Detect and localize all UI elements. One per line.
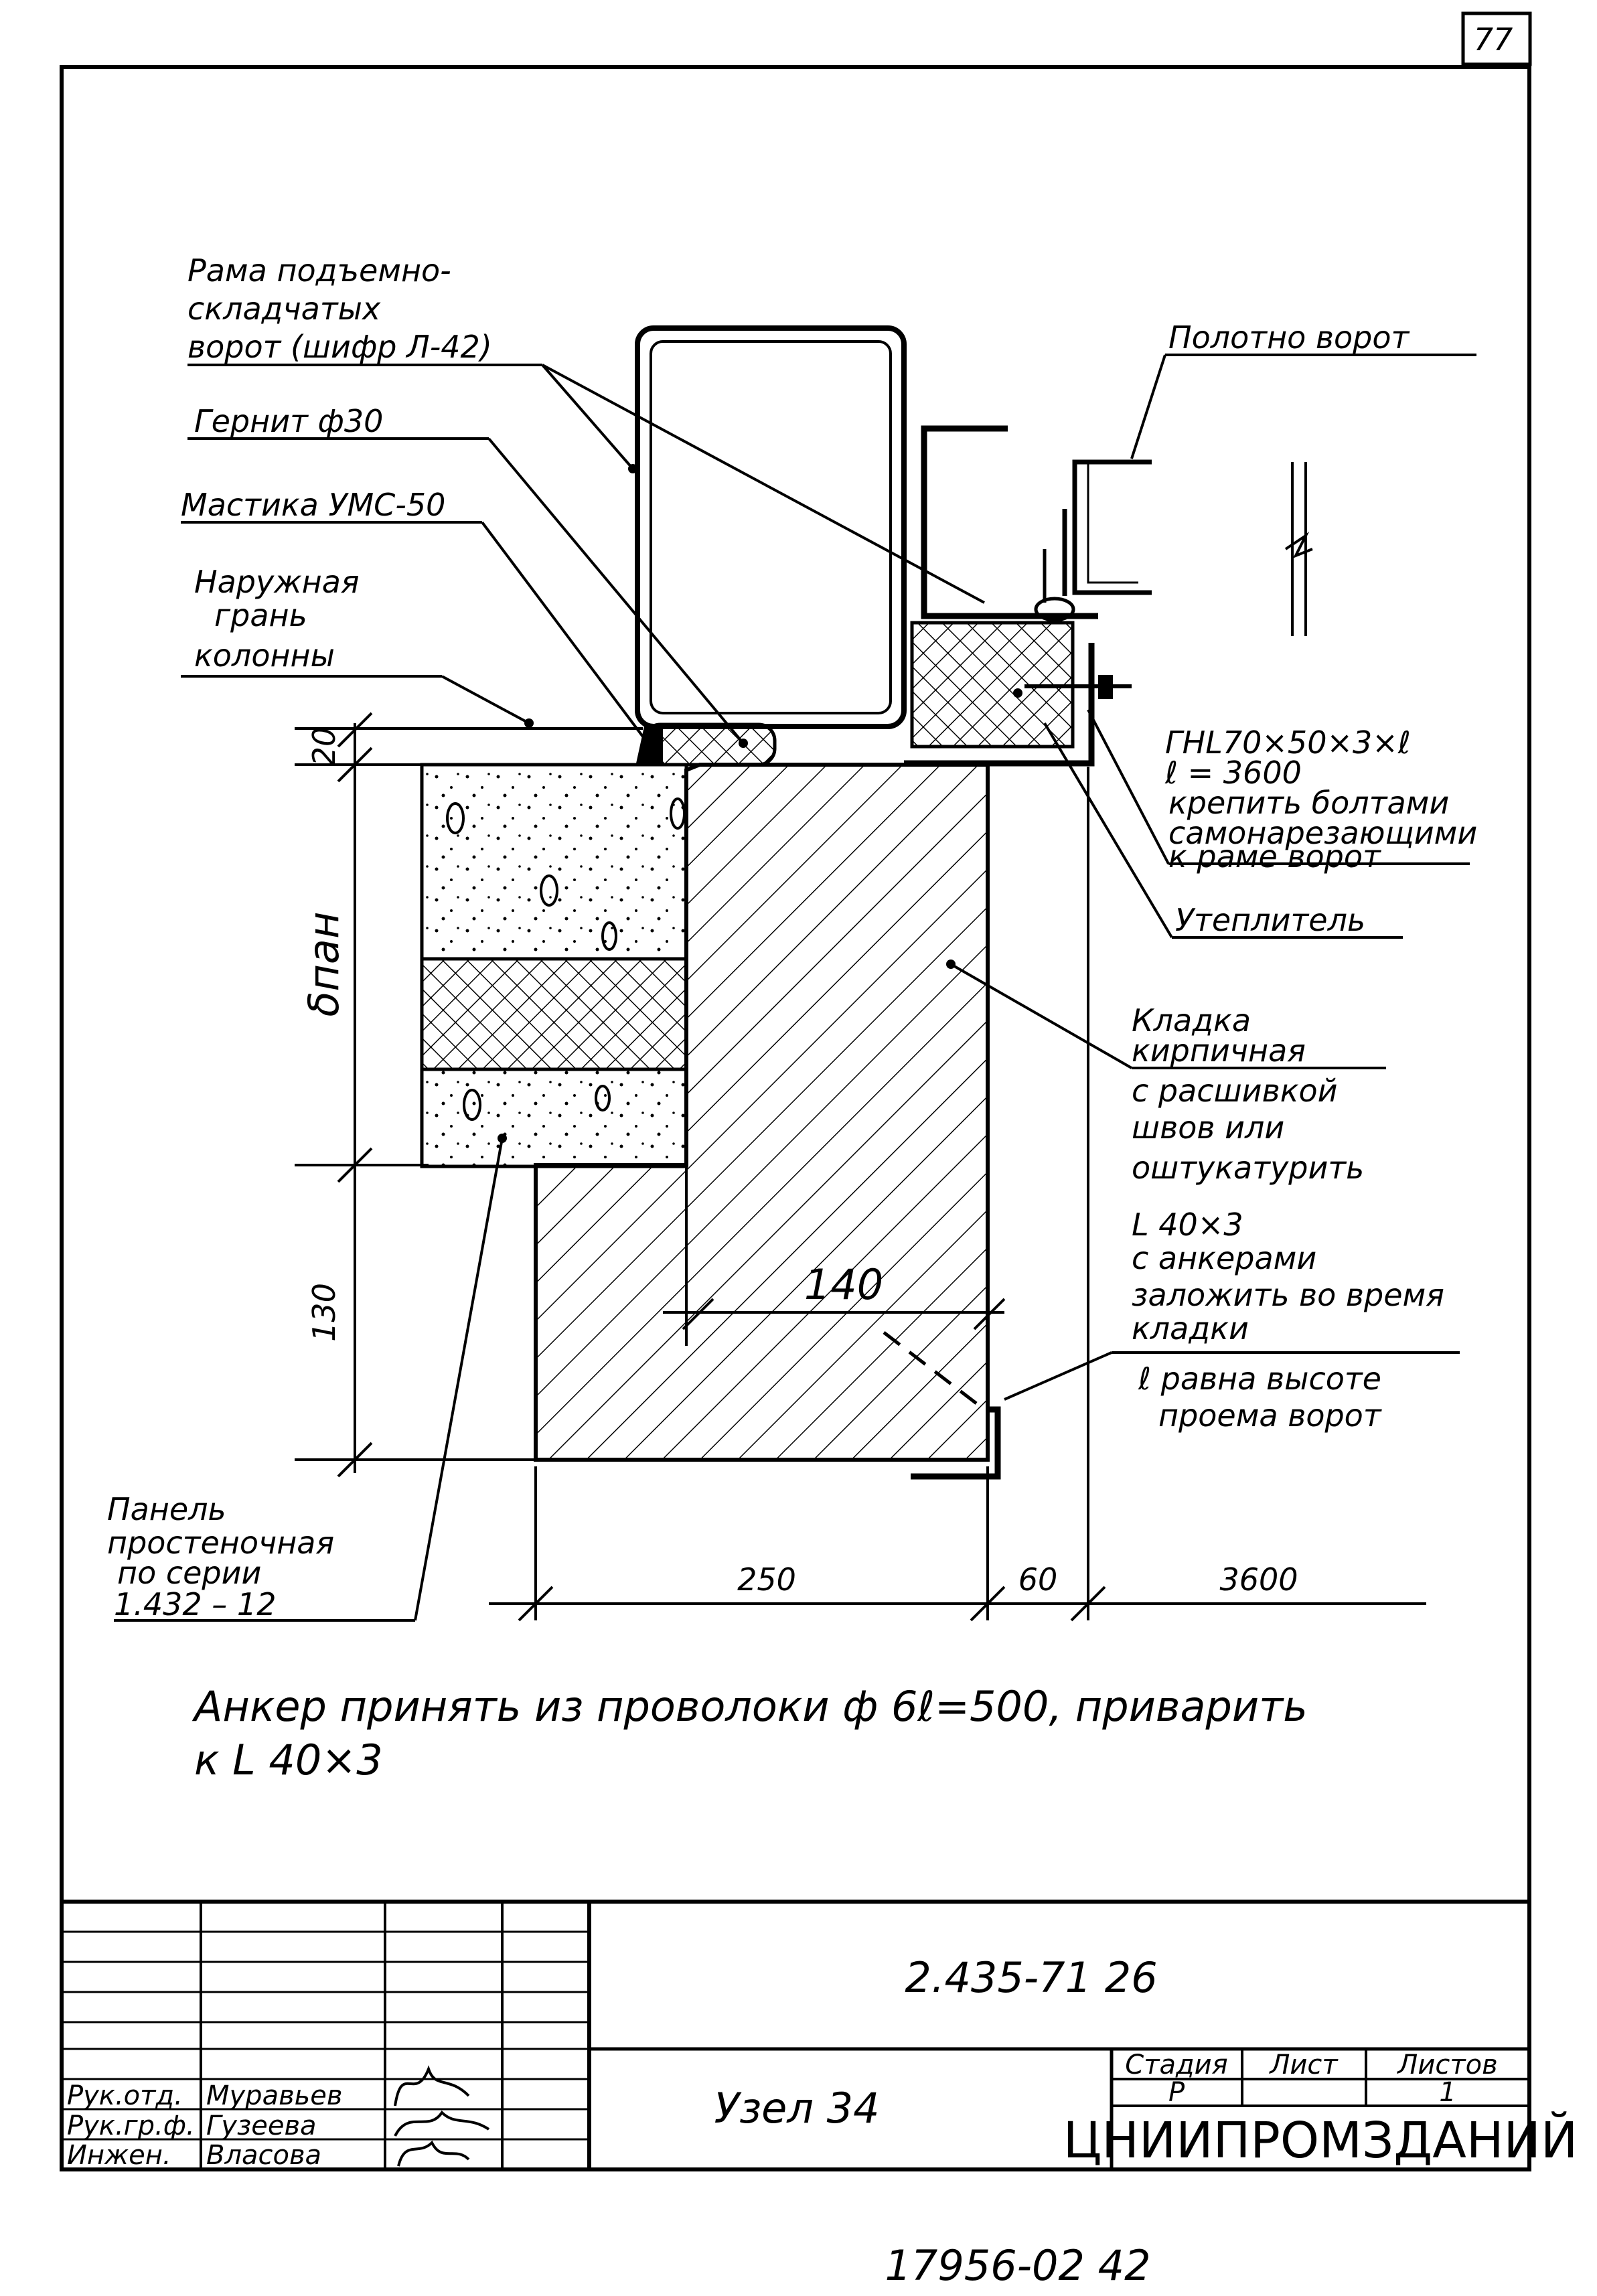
sheets-header: Листов: [1396, 2050, 1497, 2080]
label-panel-line-4: 1.432 – 12: [114, 1586, 276, 1622]
signatures: [394, 2065, 490, 2167]
label-angle: ГНL70×50×3×ℓ ℓ = 3600 крепить болтами са…: [1164, 724, 1477, 874]
label-masonry-line-2: кирпичная: [1132, 1032, 1306, 1069]
label-angle-line-2: ℓ = 3600: [1164, 755, 1302, 791]
drawing-title: Узел 34: [714, 2084, 879, 2133]
dim-20: 20: [306, 727, 342, 767]
detail-drawing: [420, 325, 1313, 1480]
label-anchor-angle-line-3: заложить во время: [1132, 1277, 1444, 1313]
dim-130: 130: [306, 1283, 342, 1342]
bolt-nut: [1098, 675, 1113, 699]
sheet-header: Лист: [1268, 2050, 1339, 2080]
label-length-note-line-2: проема ворот: [1158, 1397, 1382, 1434]
label-masonry-line-5: оштукатурить: [1132, 1150, 1364, 1186]
dim-panel-depth: δпан: [299, 912, 348, 1017]
dim-250: 250: [737, 1561, 796, 1598]
label-angle-line-4: самонарезающими: [1168, 815, 1477, 851]
label-anchor-angle: L 40×3 с анкерами заложить во время клад…: [1132, 1207, 1444, 1347]
label-panel-line-1: Панель: [107, 1491, 226, 1527]
label-outer-face-line-1: Наружная: [194, 564, 360, 600]
name-3: Власова: [206, 2140, 321, 2171]
label-length-note: ℓ равна высоте проема ворот: [1138, 1361, 1382, 1434]
gn-angle: [904, 643, 1095, 767]
sheet-number: 77: [1474, 21, 1513, 58]
label-masonry-line-3: с расшивкой: [1132, 1073, 1338, 1109]
role-2: Рук.гр.ф.: [67, 2111, 195, 2141]
door-frame-inner: [650, 340, 892, 714]
doc-code: 2.435-71 26: [905, 1953, 1157, 2002]
label-angle-line-3: крепить болтами: [1168, 785, 1449, 821]
leader-lines: [114, 354, 1476, 1622]
aggregate-circles: [446, 797, 686, 1121]
label-panel-line-3: по серии: [117, 1555, 261, 1591]
mastic-strip: [642, 722, 777, 767]
sheet-number-box: 77: [1461, 11, 1532, 66]
label-outer-face: Наружная грань колонны: [194, 564, 360, 674]
sheet-frame: [60, 65, 1531, 2171]
label-panel: Панель простеночная по серии 1.432 – 12: [107, 1491, 334, 1622]
panel-insulation: [420, 957, 688, 1071]
label-angle-line-1: ГНL70×50×3×ℓ: [1165, 724, 1411, 761]
title-block: [62, 1900, 1529, 2169]
label-frame-line-1: Рама подъемно-: [187, 252, 451, 289]
label-outer-face-line-3: колонны: [194, 637, 335, 674]
stage-header: Стадия: [1125, 2050, 1227, 2080]
note-line-1: Анкер принять из проволоки ф 6ℓ=500, при…: [192, 1682, 1308, 1731]
anchor-angle: [911, 1406, 1001, 1480]
label-anchor-angle-line-1: L 40×3: [1132, 1207, 1243, 1243]
label-mastika: Мастика УМС-50: [181, 487, 445, 523]
sheets-value: 1: [1439, 2077, 1456, 2108]
organization: ЦНИИПРОМЗДАНИЙ: [1063, 2111, 1578, 2169]
label-door-leaf: Полотно ворот: [1168, 319, 1410, 356]
dim-60: 60: [1018, 1561, 1058, 1598]
door-frame-outer: [635, 325, 907, 729]
anchor-wire: [883, 1331, 986, 1411]
panel-concrete-bottom: [420, 1067, 688, 1168]
role-1: Рук.отд.: [67, 2080, 183, 2111]
panel-concrete-top: [420, 763, 688, 961]
stage-value: Р: [1168, 2077, 1185, 2108]
label-frame: Рама подъемно- складчатых ворот (шифр Л-…: [187, 252, 492, 365]
label-frame-line-2: складчатых: [187, 291, 381, 327]
label-masonry-line-1: Кладка: [1132, 1002, 1251, 1039]
note-line-2: к L 40×3: [194, 1736, 383, 1784]
dimension-lines: [295, 712, 1426, 1622]
name-2: Гузеева: [206, 2111, 317, 2141]
label-frame-line-3: ворот (шифр Л-42): [187, 329, 492, 365]
name-1: Муравьев: [206, 2080, 342, 2111]
frame-angle-profile: [921, 425, 1098, 619]
label-angle-line-5: к раме ворот: [1168, 838, 1381, 874]
dim-3600: 3600: [1219, 1561, 1298, 1598]
label-insulation: Утеплитель: [1175, 902, 1365, 938]
label-anchor-angle-line-2: с анкерами: [1132, 1240, 1316, 1276]
leader-dots: [498, 464, 1022, 1143]
bottom-code: 17956-02 42: [885, 2241, 1150, 2290]
label-panel-line-2: простеночная: [107, 1525, 334, 1561]
label-masonry-line-4: швов или: [1132, 1109, 1284, 1146]
door-leaf-profile: [1034, 459, 1313, 636]
dim-140: 140: [804, 1260, 883, 1309]
label-anchor-angle-line-4: кладки: [1132, 1310, 1249, 1347]
role-3: Инжен.: [67, 2140, 171, 2171]
label-outer-face-line-2: грань: [214, 597, 307, 633]
label-length-note-line-1: ℓ равна высоте: [1138, 1361, 1381, 1397]
label-masonry: Кладка кирпичная с расшивкой швов или ош…: [1132, 1002, 1364, 1186]
label-gernit: Гернит ф30: [194, 403, 383, 439]
